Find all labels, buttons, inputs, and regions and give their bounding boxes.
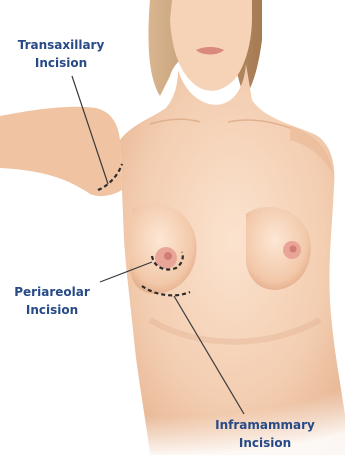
inframammary-label: Inframammary Incision bbox=[190, 416, 340, 452]
periareolar-label-line1: Periareolar bbox=[4, 283, 100, 301]
periareolar-label: Periareolar Incision bbox=[4, 283, 100, 319]
inframammary-label-line1: Inframammary bbox=[190, 416, 340, 434]
left-nipple bbox=[164, 252, 172, 260]
periareolar-label-line2: Incision bbox=[4, 301, 100, 319]
transaxillary-label-line2: Incision bbox=[2, 54, 120, 72]
right-nipple bbox=[290, 246, 297, 253]
transaxillary-label: Transaxillary Incision bbox=[2, 36, 120, 72]
raised-arm bbox=[0, 107, 122, 196]
inframammary-label-line2: Incision bbox=[190, 434, 340, 452]
transaxillary-label-line1: Transaxillary bbox=[2, 36, 120, 54]
